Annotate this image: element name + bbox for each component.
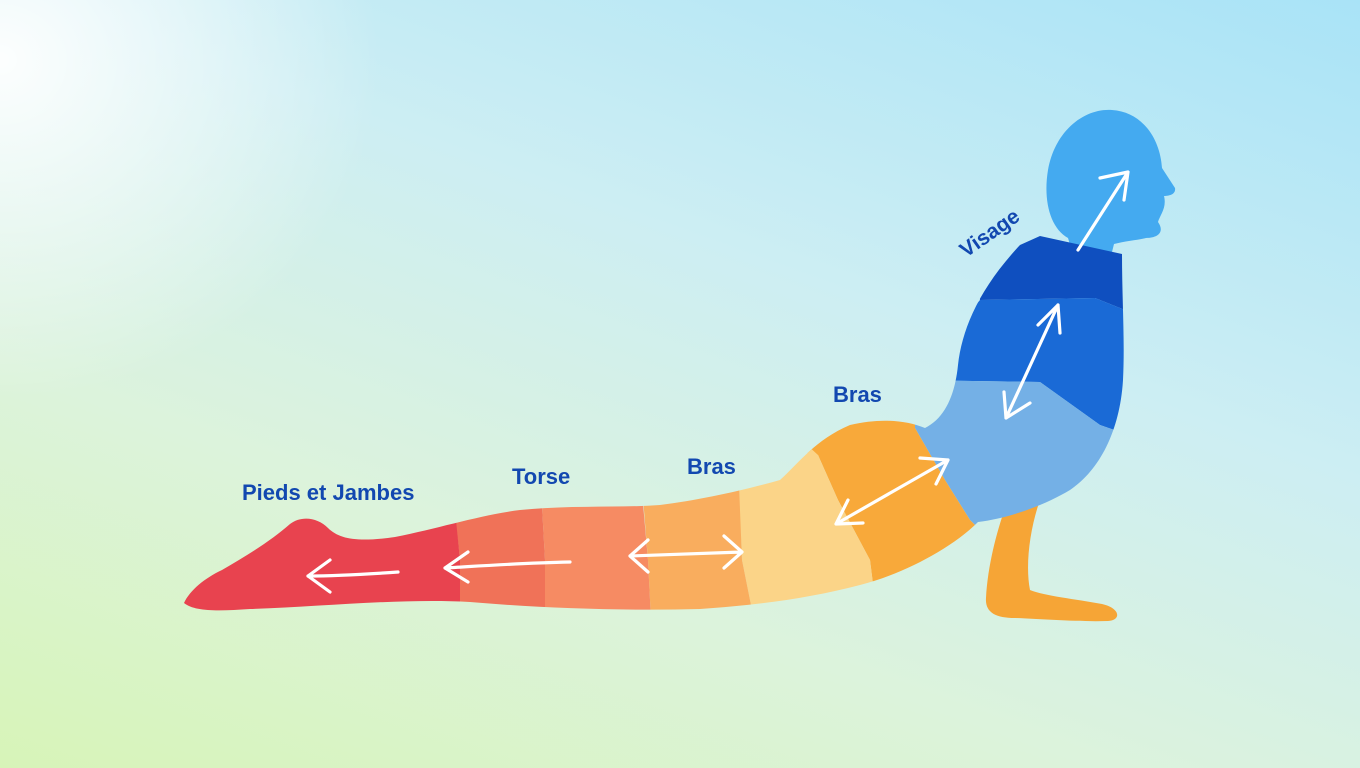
head [1046, 109, 1176, 260]
arrow-foot-left [306, 558, 400, 594]
label-torse: Torse [512, 464, 570, 489]
label-bras-lower: Bras [687, 454, 736, 479]
label-bras-upper: Bras [833, 382, 882, 407]
arrow-calf-left [443, 550, 572, 584]
arrow-thigh-horizontal [628, 534, 744, 574]
band-knee [540, 470, 652, 611]
body-bands [184, 236, 1124, 611]
stretch-arrows [306, 170, 1130, 594]
label-pieds-jambes: Pieds et Jambes [242, 480, 414, 505]
arm [985, 495, 1118, 622]
band-thigh [640, 460, 758, 611]
band-lower-back-light [910, 380, 1124, 600]
arrow-neck-up [1076, 170, 1130, 252]
arrow-spine-double [1002, 303, 1062, 420]
arrow-hip-diagonal [834, 456, 950, 526]
band-upper-back-mid [910, 298, 1124, 460]
band-upper-back-dark [950, 236, 1124, 340]
